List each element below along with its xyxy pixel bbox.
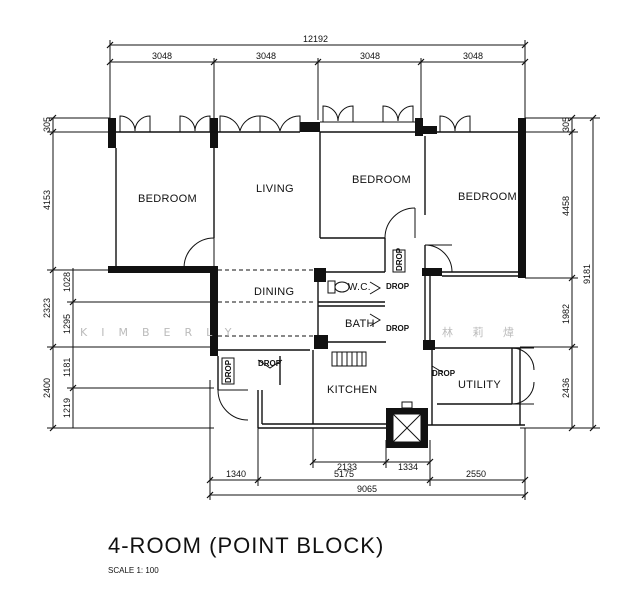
dim-left-1028: 1028 [62, 272, 72, 292]
dim-left-2400: 2400 [42, 378, 52, 398]
dim-top-seg-4: 3048 [463, 51, 483, 61]
dim-left-1295: 1295 [62, 314, 72, 334]
dimension-right [520, 117, 600, 429]
plan-title: 4-ROOM (POINT BLOCK) [108, 533, 385, 558]
dim-right-1982: 1982 [561, 304, 571, 324]
room-label-kitchen: KITCHEN [327, 384, 377, 396]
dim-bottom-5175: 5175 [334, 469, 354, 479]
toilet-fixture [327, 280, 350, 294]
drop-tag-kitchen: DROP [258, 359, 282, 368]
window-leaves-top [119, 105, 471, 132]
dim-left-top: 305 [42, 117, 52, 132]
drop-tag-bedroom: DROP [395, 247, 404, 271]
drop-tag-entry: DROP [224, 359, 233, 383]
kitchen-sink [331, 351, 367, 367]
watermark-cjk: 林 莉 煒 [442, 325, 522, 339]
room-label-bedroom-left: BEDROOM [138, 193, 197, 205]
drop-boxes [221, 249, 443, 385]
room-label-utility: UTILITY [458, 379, 501, 391]
drop-tag-utility: DROP [432, 369, 456, 378]
dim-right-2436: 2436 [561, 378, 571, 398]
dim-right-total: 9181 [582, 264, 592, 284]
room-label-bath: BATH [345, 318, 375, 330]
dim-top-seg-2: 3048 [256, 51, 276, 61]
dim-top-seg-1: 3048 [152, 51, 172, 61]
dashed-lines [218, 269, 314, 337]
dim-left-main: 4153 [42, 190, 52, 210]
room-label-dining: DINING [254, 286, 294, 298]
walls-thin [115, 131, 525, 429]
dimension-top-total [109, 40, 526, 132]
door-swings [183, 207, 535, 421]
drop-tag-bath: DROP [386, 324, 410, 333]
room-label-bedroom-right: BEDROOM [458, 191, 517, 203]
dim-left-1181: 1181 [62, 358, 72, 377]
dim-bottom-1340: 1340 [226, 469, 246, 479]
plan-scale: SCALE 1: 100 [108, 566, 159, 575]
dim-right-main: 4458 [561, 196, 571, 216]
dim-bottom-2550: 2550 [466, 469, 486, 479]
room-label-bedroom-middle: BEDROOM [352, 174, 411, 186]
dim-bottom-total: 9065 [357, 484, 377, 494]
dim-top-seg-3: 3048 [360, 51, 380, 61]
dim-top-total: 12192 [303, 34, 328, 44]
dim-right-top: 305 [561, 117, 571, 132]
watermark-text: KIMBERLY [80, 326, 245, 339]
drop-tag-wc: DROP [386, 282, 410, 291]
dim-bottom-2133: 2133 [337, 462, 357, 472]
dim-left-2323: 2323 [42, 298, 52, 318]
dimension-top-segments [110, 58, 525, 120]
dimension-bottom [209, 380, 526, 500]
dimension-ticks [49, 41, 597, 499]
dim-bottom-1334: 1334 [398, 462, 418, 472]
dimension-left [47, 117, 214, 429]
room-label-living: LIVING [256, 183, 294, 195]
dim-left-1219: 1219 [62, 398, 72, 418]
walls-solid [108, 118, 526, 448]
room-label-wc: W.C. [348, 282, 371, 293]
